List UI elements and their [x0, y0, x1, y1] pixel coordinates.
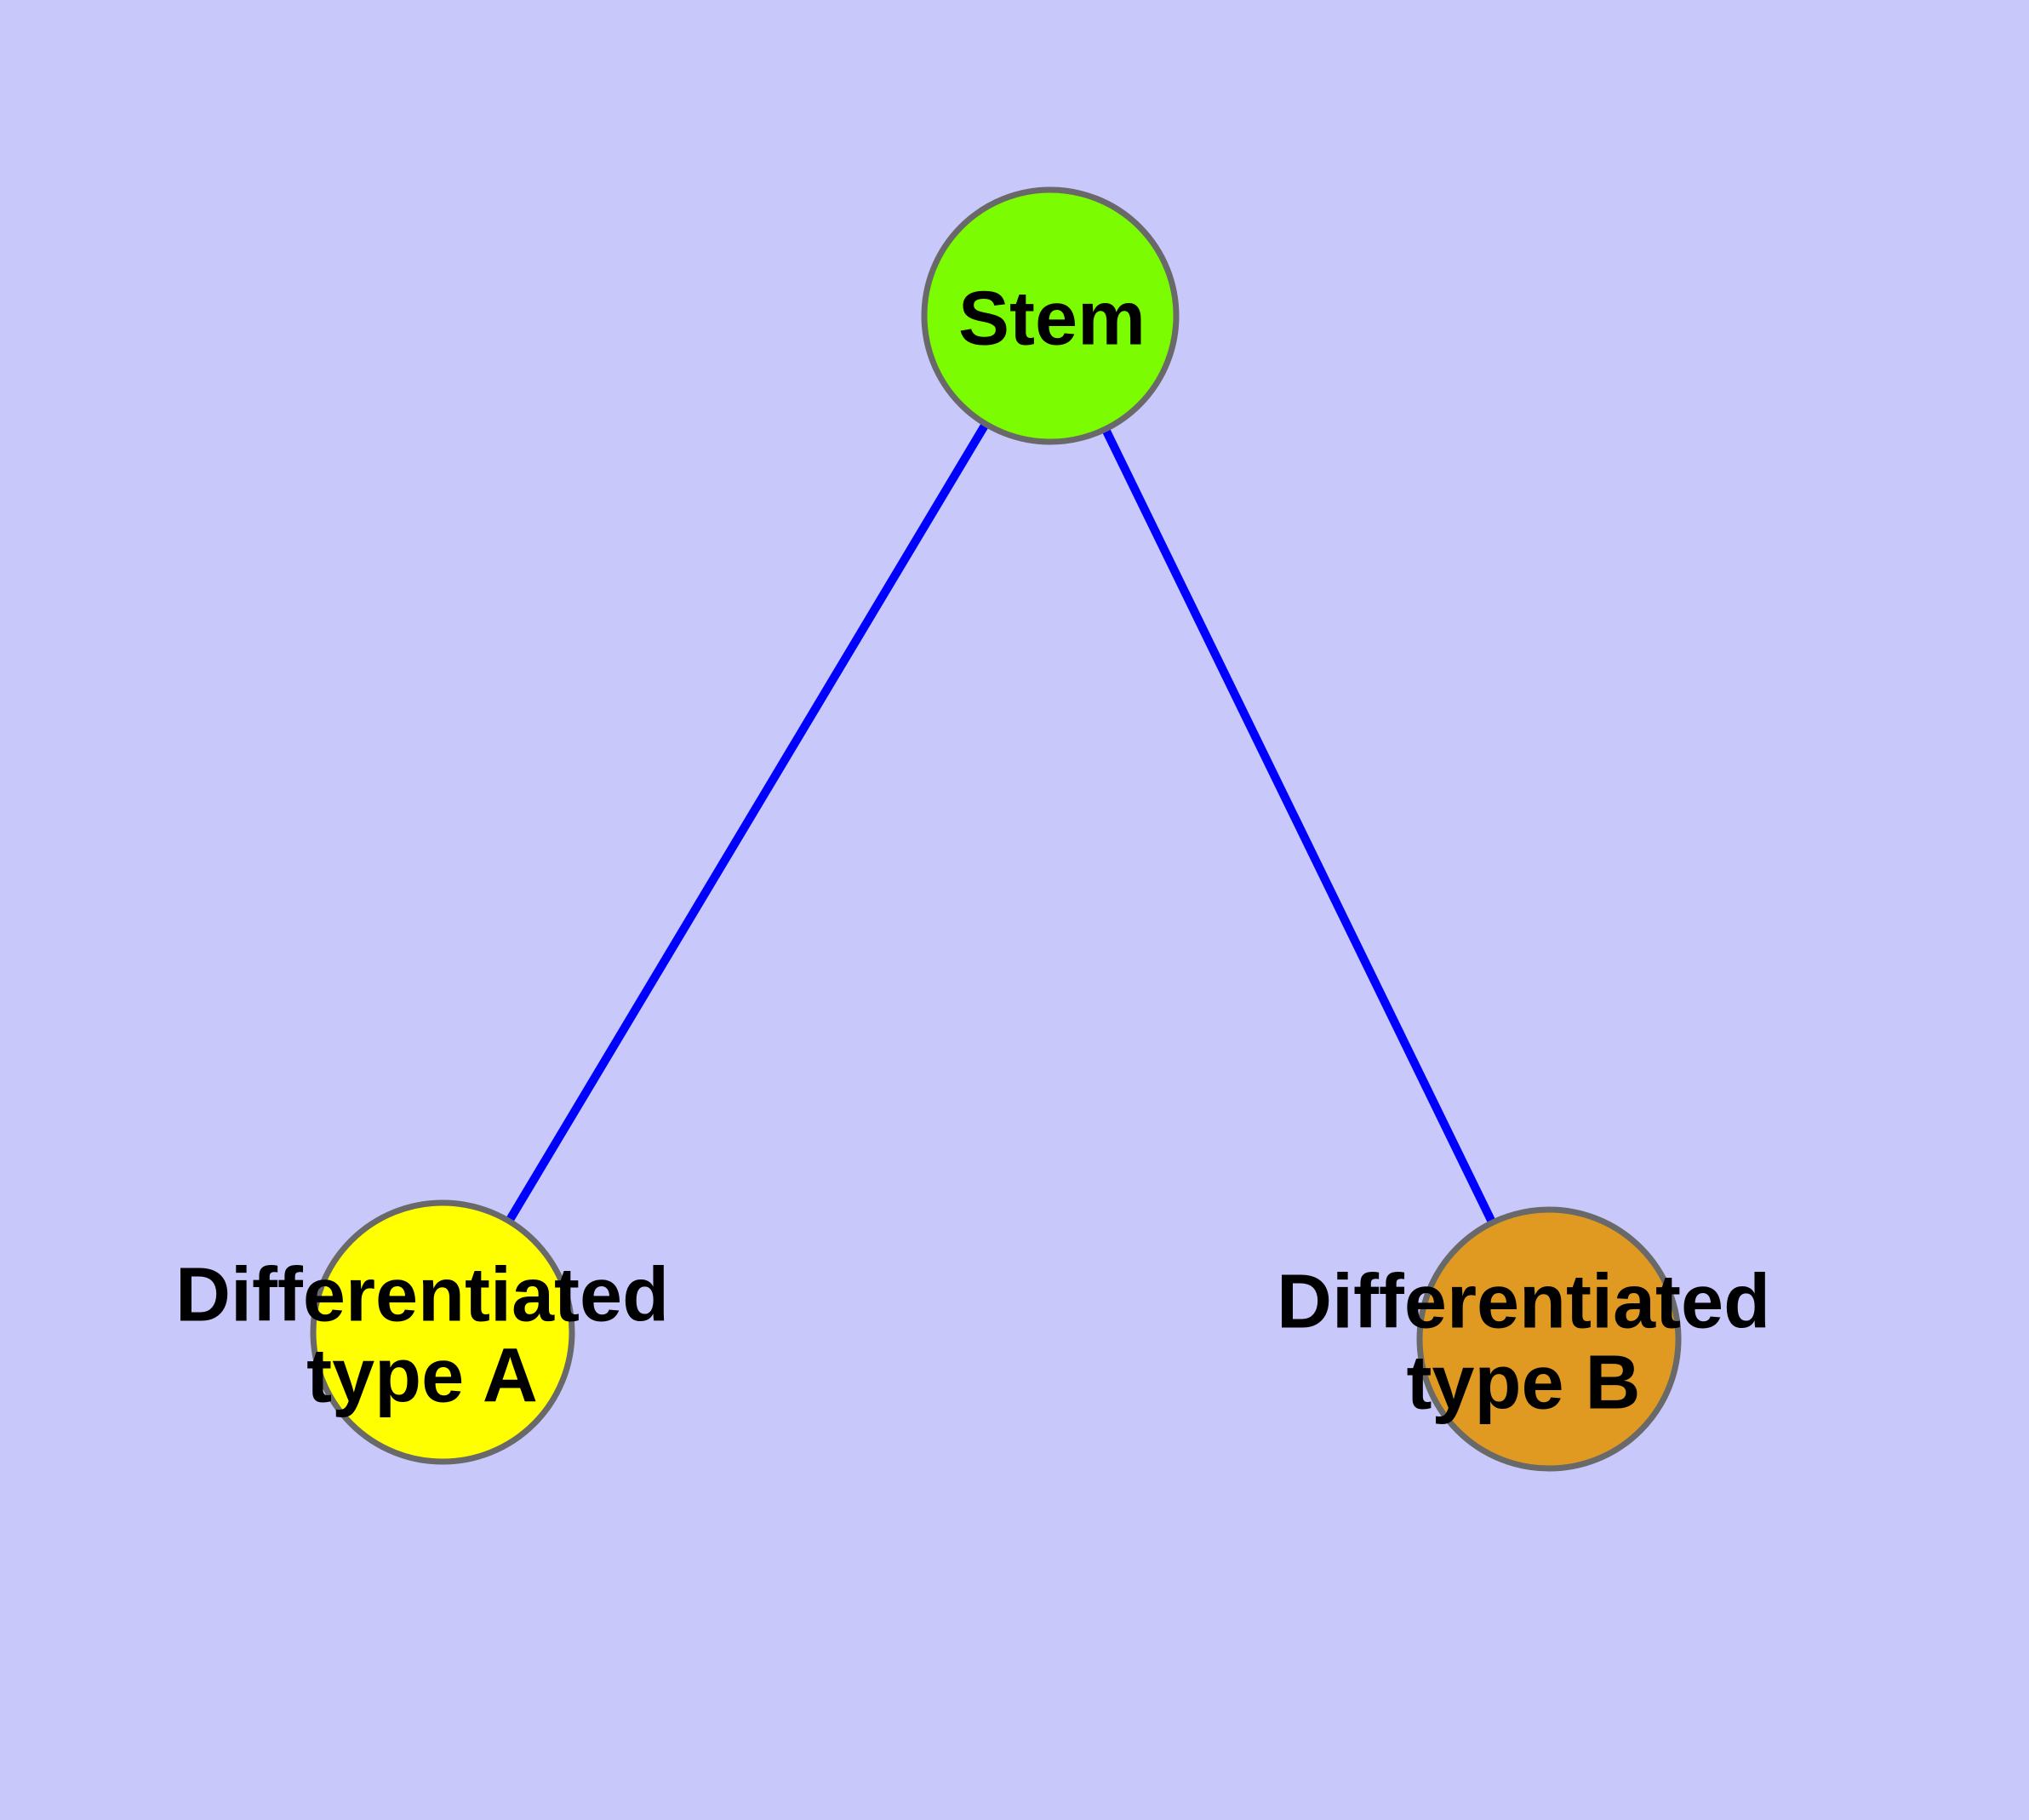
graph-edge-stem-to-diff-a[interactable] — [438, 313, 1055, 1335]
nodes-layer — [310, 186, 1682, 1472]
graph-node-diff-b[interactable] — [1416, 1206, 1682, 1472]
graph-edge-stem-to-diff-b[interactable] — [1046, 313, 1553, 1342]
edges-layer — [438, 313, 1553, 1342]
graph-node-stem[interactable] — [921, 186, 1180, 445]
graph-node-diff-a[interactable] — [310, 1199, 575, 1465]
